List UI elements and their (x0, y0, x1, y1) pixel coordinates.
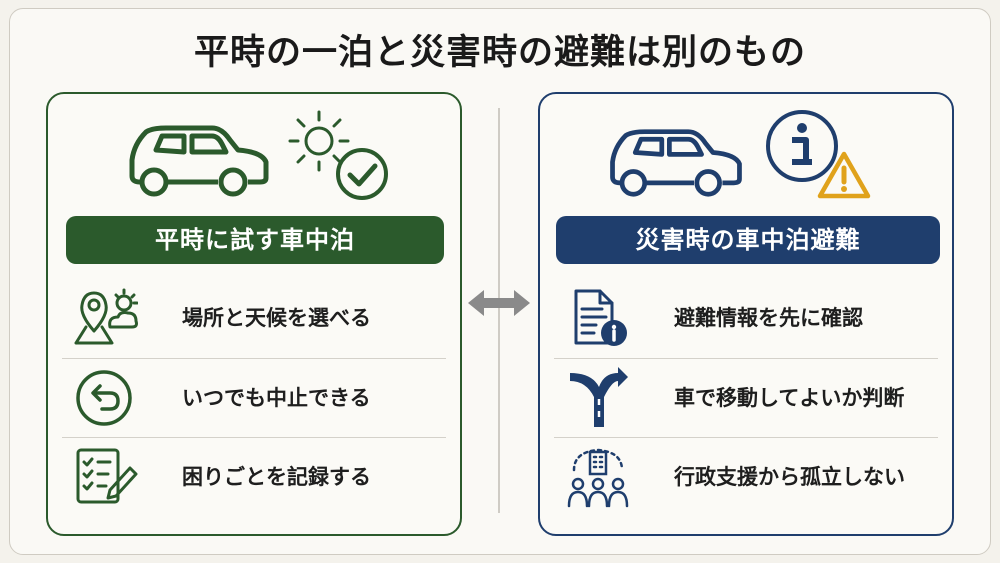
list-item: 困りごとを記録する (62, 437, 446, 515)
center-divider (498, 108, 500, 513)
list-item-label: いつでも中止できる (182, 386, 371, 410)
left-heading: 平時に試す車中泊 (66, 216, 444, 264)
list-item: いつでも中止できる (62, 358, 446, 436)
document-info-icon (574, 289, 627, 346)
double-arrow-icon (468, 290, 530, 316)
list-item: 行政支援から孤立しない (554, 437, 938, 515)
list-item: 場所と天候を選べる (62, 279, 446, 357)
warning-triangle-icon (817, 151, 871, 199)
list-item: 避難情報を先に確認 (554, 279, 938, 357)
right-hero (540, 94, 952, 214)
right-heading: 災害時の車中泊避難 (556, 216, 940, 264)
sun-icon (288, 110, 350, 172)
list-item-label: 場所と天候を選べる (182, 306, 371, 330)
road-fork-icon (570, 367, 628, 427)
undo-arrow-icon (76, 370, 132, 426)
car-icon (129, 125, 269, 197)
left-hero (48, 94, 460, 214)
right-panel: 災害時の車中泊避難 避難情報を先に確認 車で移動してよいか判断 (538, 92, 954, 536)
car-icon (610, 129, 742, 197)
list-item: 車で移動してよいか判断 (554, 358, 938, 436)
list-item-label: 避難情報を先に確認 (674, 306, 863, 330)
people-building-icon (567, 448, 629, 508)
info-circle-icon (766, 110, 838, 182)
page-title: 平時の一泊と災害時の避難は別のもの (193, 33, 806, 73)
list-item-label: 車で移動してよいか判断 (674, 386, 905, 410)
left-panel: 平時に試す車中泊 場所と天候を選べる いつでも中止できる (46, 92, 462, 536)
list-item-label: 困りごとを記録する (182, 465, 371, 489)
checklist-pencil-icon (76, 448, 138, 504)
list-item-label: 行政支援から孤立しない (674, 465, 905, 489)
check-circle-icon (336, 148, 388, 200)
map-pin-weather-icon (74, 288, 138, 345)
